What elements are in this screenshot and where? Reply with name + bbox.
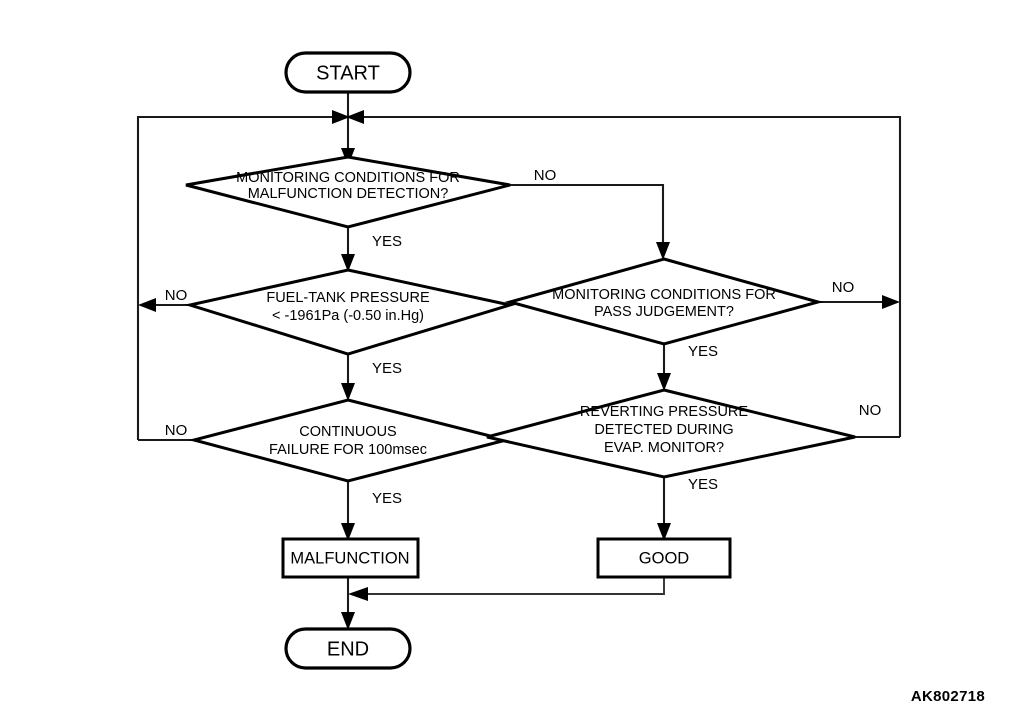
edge-good-to-end bbox=[348, 577, 665, 601]
edge-label-d5-no: NO bbox=[859, 402, 882, 419]
edge-label-d2-yes: YES bbox=[372, 360, 402, 377]
node-start[interactable]: START bbox=[284, 51, 412, 94]
edge-left-loopback bbox=[136, 110, 350, 440]
decision-4-line-1: MONITORING CONDITIONS FOR bbox=[552, 287, 776, 303]
node-decision-fuel-tank-pressure[interactable]: FUEL-TANK PRESSURE < -1961Pa (-0.50 in.H… bbox=[184, 268, 516, 356]
decision-1-line-1: MONITORING CONDITIONS FOR bbox=[236, 170, 460, 186]
node-result-malfunction[interactable]: MALFUNCTION bbox=[281, 537, 420, 579]
edge-start-to-junction bbox=[341, 92, 355, 166]
edge-label-d2-no: NO bbox=[165, 287, 188, 304]
decision-5-line-1: REVERTING PRESSURE bbox=[580, 404, 748, 420]
edge-right-loopback bbox=[346, 110, 902, 437]
good-label: GOOD bbox=[639, 549, 690, 567]
decision-2-line-2: < -1961Pa (-0.50 in.Hg) bbox=[272, 308, 424, 324]
decision-1-line-2: MALFUNCTION DETECTION? bbox=[248, 186, 449, 202]
edge-label-d4-no: NO bbox=[832, 279, 855, 296]
decision-5-line-2: DETECTED DURING bbox=[594, 422, 733, 438]
decision-3-line-2: FAILURE FOR 100msec bbox=[269, 442, 427, 458]
node-decision-monitoring-malfunction[interactable]: MONITORING CONDITIONS FOR MALFUNCTION DE… bbox=[185, 155, 511, 229]
decision-2-line-1: FUEL-TANK PRESSURE bbox=[266, 290, 430, 306]
edge-d1-no-to-d4 bbox=[510, 183, 670, 260]
edge-d2-no-left bbox=[138, 298, 190, 312]
decision-4-line-2: PASS JUDGEMENT? bbox=[594, 304, 734, 320]
figure-code: AK802718 bbox=[911, 688, 985, 705]
edge-label-d1-yes: YES bbox=[372, 233, 402, 250]
node-decision-continuous-failure[interactable]: CONTINUOUS FAILURE FOR 100msec bbox=[188, 398, 507, 483]
edge-d3-yes-to-malfunction bbox=[341, 482, 355, 541]
edge-label-d5-yes: YES bbox=[688, 476, 718, 493]
malfunction-label: MALFUNCTION bbox=[290, 549, 409, 567]
edge-d2-yes-to-d3 bbox=[341, 355, 355, 401]
node-decision-reverting-pressure[interactable]: REVERTING PRESSURE DETECTED DURING EVAP.… bbox=[486, 388, 856, 479]
edge-d4-no-right bbox=[818, 295, 900, 309]
edge-d5-yes-to-good bbox=[657, 478, 671, 541]
edge-d4-yes-to-d5 bbox=[657, 345, 671, 391]
end-label: END bbox=[327, 638, 369, 660]
node-result-good[interactable]: GOOD bbox=[596, 537, 732, 579]
edge-label-d1-no: NO bbox=[534, 167, 557, 184]
edge-d1-yes-to-d2 bbox=[341, 228, 355, 272]
node-decision-pass-judgement[interactable]: MONITORING CONDITIONS FOR PASS JUDGEMENT… bbox=[504, 257, 824, 346]
edge-malfunction-to-end bbox=[341, 577, 355, 630]
edge-label-d4-yes: YES bbox=[688, 343, 718, 360]
decision-3-line-1: CONTINUOUS bbox=[299, 424, 396, 440]
start-label: START bbox=[316, 62, 380, 84]
edge-label-d3-no: NO bbox=[165, 422, 188, 439]
decision-5-line-3: EVAP. MONITOR? bbox=[604, 440, 724, 456]
node-end[interactable]: END bbox=[284, 627, 412, 670]
edge-label-d3-yes: YES bbox=[372, 490, 402, 507]
